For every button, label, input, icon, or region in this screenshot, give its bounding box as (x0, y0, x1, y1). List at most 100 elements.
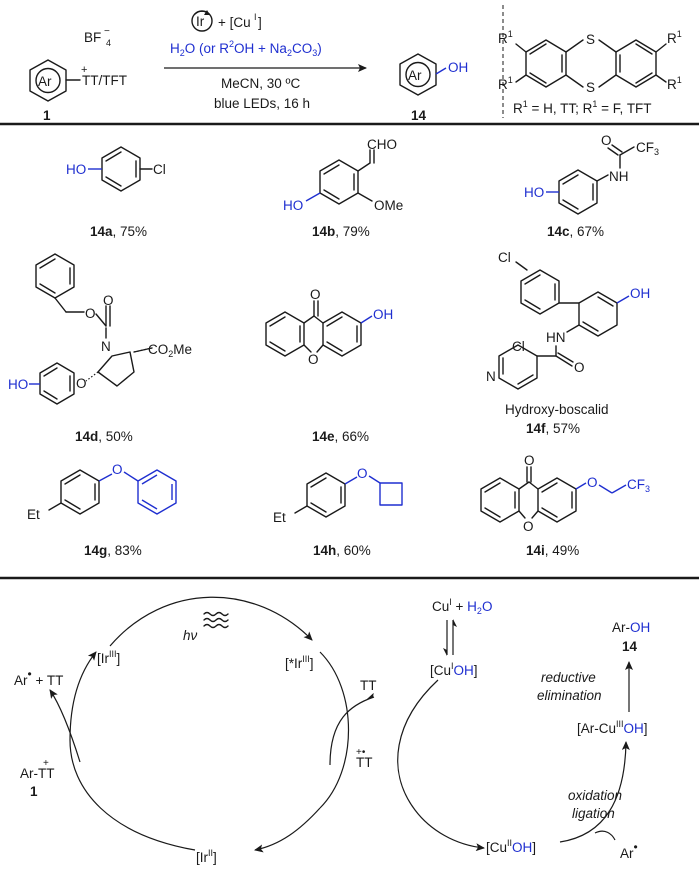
catalyst-ir: Ir (196, 14, 205, 29)
bf4-subscript: 4 (106, 38, 111, 48)
carbonyl-o-label: O (574, 360, 585, 375)
reactant-group: TT/TFT (82, 73, 127, 88)
product-ring-label: Ar (408, 68, 422, 83)
product-14h: Et O 14h, 60% (273, 466, 403, 558)
label-14g: 14g, 83% (84, 543, 142, 558)
pyridine-n-label: N (486, 369, 496, 384)
ligation-label: ligation (572, 806, 615, 821)
phenol-number: 14 (622, 639, 638, 654)
product-14e: O O OH 14e, 66% (265, 287, 393, 444)
amide-nh-label: HN (546, 330, 566, 345)
cu1oh-label: [CuIOH] (430, 661, 478, 678)
copper-cycle: CuI + H2O [CuIOH] [CuIIOH] Ar• oxidation… (397, 597, 650, 861)
xanthone-o-label: O (308, 352, 319, 367)
label-14h: 14h, 60% (313, 543, 371, 558)
product-14c: HO NH O CF3 14c, 67% (524, 133, 659, 239)
carbamate-o-label: O (103, 293, 114, 308)
ether-o-label: O (587, 475, 598, 490)
light-wave-icon (203, 611, 229, 629)
sulfonium-charge: + (81, 64, 87, 76)
ethyl-label: Et (27, 507, 40, 522)
label-14d: 14d, 50% (75, 429, 133, 444)
aryl-sulfonium: Ar-TT (20, 766, 55, 781)
radical-cation-mark: +• (356, 747, 366, 758)
hydroxyl-label: HO (524, 185, 544, 200)
condition-solvent: MeCN, 30 ºC (221, 76, 300, 91)
methyl-ester-label: CO2Me (148, 342, 192, 359)
r1-bottom-right: R1 (667, 75, 682, 92)
label-14c: 14c, 67% (547, 224, 604, 239)
hydroxyl-label: HO (283, 198, 303, 213)
ether-o-label: O (112, 462, 123, 477)
pyrrolidine-n-label: N (101, 339, 111, 354)
label-14b: 14b, 79% (312, 224, 370, 239)
excited-ir3-label: [*IrIII] (285, 654, 314, 671)
reaction-conditions: Ir + [Cu I ] H2O (or R2OH + Na2CO3) MeCN… (164, 10, 367, 111)
cu1-h2o: CuI + H2O (432, 597, 492, 616)
cu-oxidation-state: I (254, 12, 257, 22)
aldehyde-label: CHO (367, 137, 397, 152)
product-14a: HO Cl 14a, 75% (66, 146, 166, 239)
counterion-bf4: BF (84, 30, 101, 45)
hydroxyl-label: OH (630, 286, 650, 301)
amide-nh-label: NH (609, 169, 629, 184)
reductive-label: reductive (541, 670, 596, 685)
sulfur-bottom: S (586, 80, 595, 95)
aryl-sulfonium-number: 1 (30, 784, 38, 799)
ir2-label: [IrII] (196, 848, 217, 865)
ar-cu3-oh-label: [Ar-CuIIIOH] (577, 719, 648, 736)
hydroxyl-label: HO (8, 377, 28, 392)
mechanism: [IrIII] [*IrIII] [IrII] hν Ar• + TT Ar-T… (14, 596, 650, 865)
label-14i: 14i, 49% (526, 543, 579, 558)
name-14f: Hydroxy-boscalid (505, 402, 609, 417)
tt-radical-cation: TT (356, 755, 373, 770)
elimination-label: elimination (537, 688, 602, 703)
carbonyl-o-label: O (601, 133, 612, 148)
label-14f: 14f, 57% (526, 421, 580, 436)
substrate-scope: HO Cl 14a, 75% HO CHO OMe 14b, 79% (8, 133, 659, 558)
ketone-o-label: O (524, 453, 535, 468)
cu2oh-label: [CuIIOH] (486, 838, 536, 855)
product-phenol: Ar OH 14 (399, 53, 468, 123)
sulfur-top: S (586, 32, 595, 47)
chloro-label: Cl (153, 162, 166, 177)
label-14e: 14e, 66% (312, 429, 369, 444)
ethyl-label: Et (273, 510, 286, 525)
xanthone-o-label: O (523, 519, 534, 534)
reactant-number: 1 (43, 108, 51, 123)
reactant-aryl-sulfonium: Ar TT/TFT + BF 4 − 1 (29, 26, 127, 123)
ir3-label: [IrIII] (97, 649, 120, 666)
chloro-label: Cl (498, 250, 511, 265)
ether-o-label: O (357, 466, 368, 481)
label-14a: 14a, 75% (90, 224, 147, 239)
trifluoroethyl-label: CF3 (627, 477, 650, 494)
oxidation-label: oxidation (568, 788, 622, 803)
condition-light: blue LEDs, 16 h (214, 96, 310, 111)
catalyst-cu: + [Cu (218, 15, 251, 30)
pyridine-chloro-label: Cl (512, 339, 525, 354)
hydroxyl-label: HO (66, 162, 86, 177)
bf4-charge: − (104, 26, 110, 37)
product-number: 14 (411, 108, 427, 123)
reactant-ring-label: Ar (38, 74, 52, 89)
cu-bracket: ] (258, 15, 262, 30)
r1-top-right: R1 (667, 29, 682, 46)
r1-top-left: R1 (498, 29, 513, 46)
photoredox-cycle: [IrIII] [*IrIII] [IrII] hν Ar• + TT Ar-T… (14, 596, 377, 865)
reaction-scheme: Ar TT/TFT + BF 4 − 1 Ir + [Cu I ] H2O (o… (29, 5, 682, 123)
phenol-product: Ar-OH (612, 620, 650, 635)
product-group: OH (448, 60, 468, 75)
thianthrene-structure: S S R1 R1 R1 R1 R1 = H, TT; R1 = F, TFT (498, 29, 682, 116)
aryl-radical-tt: Ar• + TT (14, 667, 63, 688)
ketone-o-label: O (310, 287, 321, 302)
product-14b: HO CHO OMe 14b, 79% (283, 137, 403, 239)
hv-label: hν (183, 628, 198, 643)
ester-o-label: O (85, 306, 96, 321)
aryl-radical: Ar• (620, 840, 638, 861)
trifluoromethyl-label: CF3 (636, 140, 659, 157)
methoxy-label: OMe (374, 198, 403, 213)
aryl-ether-o-label: O (76, 376, 87, 391)
product-14d: O O N CO2Me O HO 14d, 50% (8, 253, 192, 444)
product-14i: O O O CF3 14i, 49% (480, 453, 650, 558)
